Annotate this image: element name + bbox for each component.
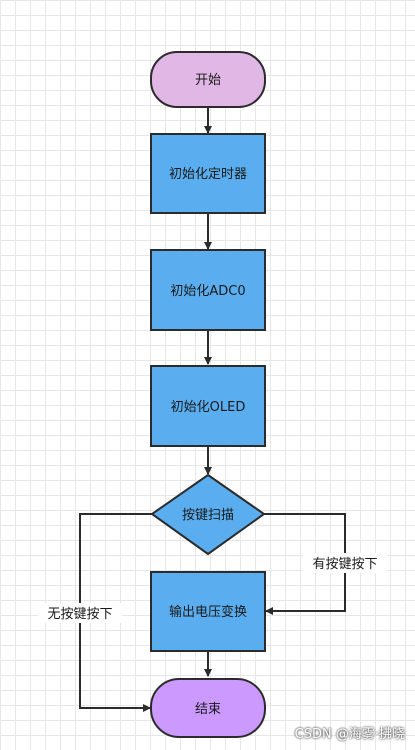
init-timer-label: 初始化定时器	[169, 167, 247, 182]
init-timer-box	[150, 133, 266, 214]
no-key-label: 无按键按下	[47, 607, 112, 622]
no-key-label-bg	[38, 603, 122, 623]
voltage-output-label: 输出电压变换	[169, 604, 247, 620]
init-adc-label: 初始化ADC0	[170, 284, 245, 299]
key-scan-decision	[150, 473, 266, 556]
init-oled-box	[150, 365, 266, 447]
watermark: CSDN @海雾·拂晓	[294, 727, 405, 742]
key-pressed-label: 有按键按下	[312, 557, 377, 572]
key-pressed-label-bg	[303, 553, 387, 573]
key-scan-label: 按键扫描	[182, 508, 234, 523]
voltage-output-box	[150, 571, 266, 652]
start-terminal	[150, 51, 266, 108]
end-terminal	[150, 678, 266, 738]
start-label: 开始	[195, 73, 221, 88]
end-label: 结束	[195, 702, 221, 717]
init-oled-label: 初始化OLED	[171, 400, 246, 415]
init-adc-box	[150, 249, 266, 331]
